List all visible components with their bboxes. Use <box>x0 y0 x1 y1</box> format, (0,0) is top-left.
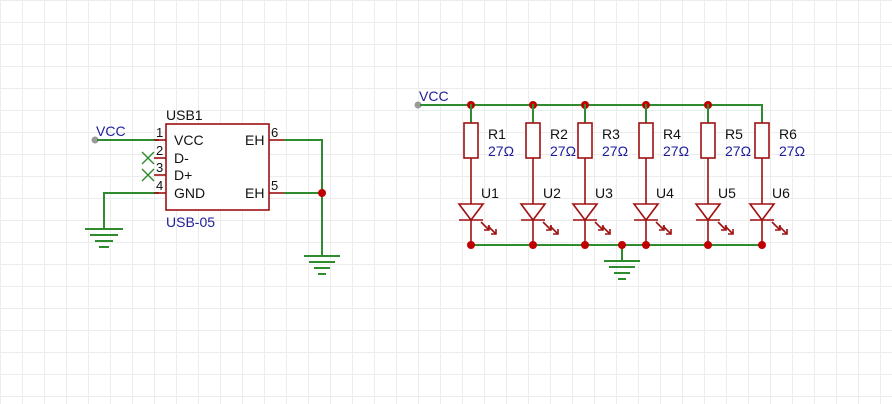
resistor[interactable] <box>525 122 541 159</box>
no-connect-d-plus <box>141 168 155 182</box>
ground-symbol-shield <box>304 255 340 275</box>
resistor[interactable] <box>463 122 479 159</box>
resistor[interactable] <box>638 122 654 159</box>
led-diode[interactable] <box>632 203 660 222</box>
light-emission-icon <box>594 221 611 235</box>
led-ref-label: U5 <box>718 185 736 201</box>
usb-pin-number: 4 <box>156 178 163 193</box>
led-diode[interactable] <box>457 203 485 222</box>
led-array-section: VCC R127ΩU1R227ΩU2R327ΩU3R427ΩU4R527ΩU5R… <box>414 88 805 280</box>
resistor-ref-label: R6 <box>779 126 797 142</box>
light-emission-icon <box>771 221 788 235</box>
junction-dot <box>618 241 626 249</box>
led-ref-label: U2 <box>543 185 561 201</box>
no-connect-d-minus <box>141 151 155 165</box>
usb-pin-number: 3 <box>156 160 163 175</box>
ground-symbol-usb <box>85 228 123 248</box>
light-emission-icon <box>542 221 559 235</box>
led-vcc-net-flag <box>414 101 422 109</box>
led-diode[interactable] <box>571 203 599 222</box>
junction-dot <box>758 241 766 249</box>
resistor[interactable] <box>700 122 716 159</box>
eh-shield-wire-6 <box>284 139 323 194</box>
resistor-ref-label: R5 <box>725 126 743 142</box>
resistor-ref-label: R1 <box>488 126 506 142</box>
light-emission-icon <box>655 221 672 235</box>
usb-pin-name: VCC <box>174 132 204 148</box>
usb-pin-name: EH <box>245 132 264 148</box>
resistor-value-label: 27Ω <box>663 143 689 159</box>
led-ref-label: U1 <box>481 185 499 201</box>
junction-dot <box>318 189 326 197</box>
junction-dot <box>467 241 475 249</box>
led-ref-label: U4 <box>656 185 674 201</box>
led-diode[interactable] <box>519 203 547 222</box>
led-ref-label: U6 <box>772 185 790 201</box>
junction-dot <box>581 241 589 249</box>
resistor-value-label: 27Ω <box>488 143 514 159</box>
light-emission-icon <box>717 221 734 235</box>
usb-pin-name: GND <box>174 185 205 201</box>
led-ref-label: U3 <box>595 185 613 201</box>
led-diode[interactable] <box>694 203 722 222</box>
usb-pin-name: D+ <box>174 167 192 183</box>
resistor-ref-label: R2 <box>550 126 568 142</box>
resistor-value-label: 27Ω <box>550 143 576 159</box>
usb-pin-name: EH <box>245 185 264 201</box>
resistor-ref-label: R3 <box>602 126 620 142</box>
usb-connector-body[interactable] <box>165 123 270 211</box>
resistor-value-label: 27Ω <box>779 143 805 159</box>
resistor[interactable] <box>754 122 770 159</box>
usb-pin-number: 1 <box>156 125 163 140</box>
usb-vcc-net-label: VCC <box>96 123 126 139</box>
usb-pin-number: 6 <box>271 125 278 140</box>
resistor-value-label: 27Ω <box>725 143 751 159</box>
usb-part-number: USB-05 <box>166 214 215 230</box>
led-columns: R127ΩU1R227ΩU2R327ΩU3R427ΩU4R527ΩU5R627Ω… <box>457 101 805 249</box>
junction-dot <box>529 241 537 249</box>
resistor[interactable] <box>577 122 593 159</box>
led-vcc-net-label: VCC <box>419 88 449 104</box>
ground-symbol-leds <box>604 260 640 280</box>
usb-designator: USB1 <box>166 107 203 123</box>
resistor-value-label: 27Ω <box>602 143 628 159</box>
usb-pin-number: 5 <box>271 178 278 193</box>
led-diode[interactable] <box>748 203 776 222</box>
usb-section: VCC USB1 USB-05 1 2 3 <box>85 107 340 275</box>
resistor-ref-label: R4 <box>663 126 681 142</box>
junction-dot <box>642 241 650 249</box>
light-emission-icon <box>480 221 497 235</box>
usb-gnd-wire <box>103 192 159 229</box>
usb-vcc-net-flag <box>91 136 99 144</box>
junction-dot <box>704 241 712 249</box>
usb-pin-name: D- <box>174 150 189 166</box>
usb-pin-number: 2 <box>156 143 163 158</box>
